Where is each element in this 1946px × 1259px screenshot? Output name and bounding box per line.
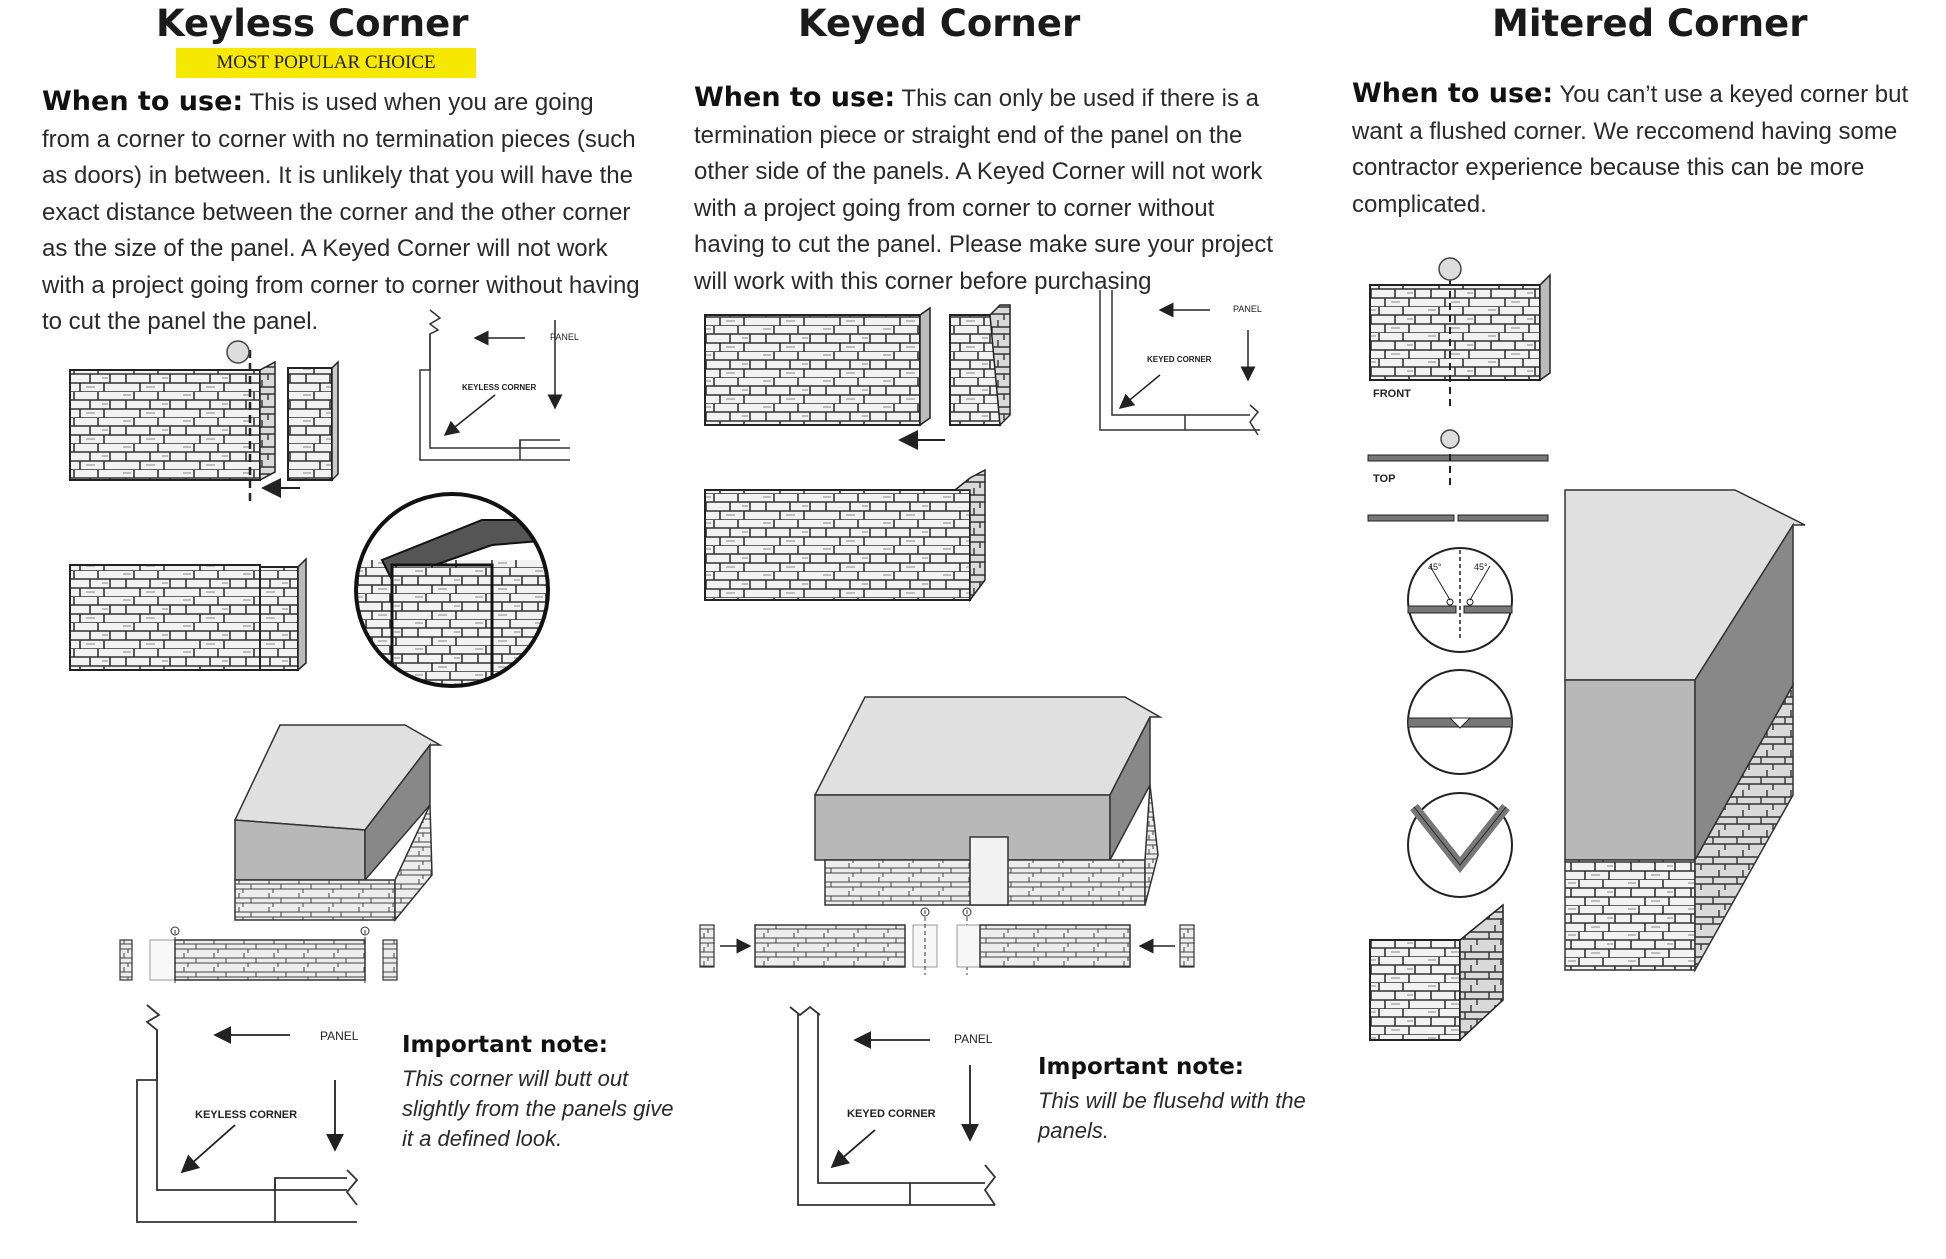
keyless-exploded-row <box>119 926 398 985</box>
keyed-description-text: This can only be used if there is a term… <box>694 85 1273 295</box>
keyless-note-title: Important note: <box>402 1032 608 1058</box>
keyed-title: Keyed Corner <box>798 2 1081 45</box>
keyless-note-body: This corner will butt out slightly from … <box>402 1066 674 1151</box>
keyless-description: When to use: This is used when you are g… <box>42 84 642 341</box>
keyless-corner-magnifier <box>354 492 550 688</box>
keyless-when-to-use-label: When to use: <box>42 86 244 117</box>
keyed-large-panel-label: PANEL <box>954 1032 993 1046</box>
keyed-small-panel-label: PANEL <box>1233 304 1262 314</box>
keyed-large-corner-label: KEYED CORNER <box>847 1108 936 1120</box>
keyless-section: Keyless Corner MOST POPULAR CHOICE When … <box>0 0 680 1259</box>
mitered-front-view: FRONT <box>1369 257 1551 410</box>
most-popular-badge: MOST POPULAR CHOICE <box>176 48 476 78</box>
mitered-when-to-use-label: When to use: <box>1352 78 1554 109</box>
mitered-45-degree-detail: 45° 45° <box>1407 547 1513 653</box>
mitered-description: When to use: You can’t use a keyed corne… <box>1352 76 1932 223</box>
keyless-assembled-panel-illustration <box>69 557 307 672</box>
keyed-panels-illustration <box>704 304 1011 450</box>
mitered-corner-piece <box>1369 903 1504 1042</box>
keyless-house-illustration <box>233 724 443 923</box>
keyed-plan-diagram-small: PANEL KEYED CORNER <box>1099 290 1262 436</box>
keyless-plan-diagram-large: PANEL KEYLESS CORNER <box>136 1004 359 1223</box>
mitered-top-view: TOP <box>1367 429 1549 522</box>
keyless-title: Keyless Corner <box>156 2 469 45</box>
mitered-description-text: You can’t use a keyed corner but want a … <box>1352 81 1909 218</box>
keyed-exploded-row <box>699 907 1195 975</box>
keyed-house-illustration <box>813 696 1163 906</box>
keyless-small-corner-label: KEYLESS CORNER <box>462 383 536 392</box>
keyed-plan-diagram-large: PANEL KEYED CORNER <box>789 1005 997 1206</box>
keyed-note-title: Important note: <box>1038 1054 1244 1080</box>
keyless-large-panel-label: PANEL <box>320 1029 359 1043</box>
keyless-small-panel-label: PANEL <box>550 332 579 342</box>
mitered-joined-detail <box>1407 669 1513 775</box>
mitered-house-corner-illustration <box>1564 489 1806 973</box>
mitered-angle-right: 45° <box>1474 562 1488 572</box>
keyed-description: When to use: This can only be used if th… <box>694 80 1274 300</box>
keyed-when-to-use-label: When to use: <box>694 82 896 113</box>
keyed-assembled-panel-illustration <box>704 468 986 603</box>
keyed-note-body: This will be flusehd with the panels. <box>1038 1088 1306 1143</box>
keyless-plan-diagram-small: PANEL KEYLESS CORNER <box>419 309 579 461</box>
mitered-title: Mitered Corner <box>1492 2 1808 45</box>
mitered-corner-detail <box>1407 792 1513 898</box>
keyless-panel-cut-illustration <box>69 340 339 505</box>
mitered-angle-left: 45° <box>1428 562 1442 572</box>
mitered-section: Mitered Corner When to use: You can’t us… <box>1350 0 1946 1259</box>
mitered-top-label: TOP <box>1373 473 1395 485</box>
keyless-description-text: This is used when you are going from a c… <box>42 89 640 335</box>
mitered-front-label: FRONT <box>1373 388 1411 400</box>
keyed-small-corner-label: KEYED CORNER <box>1147 355 1212 364</box>
keyed-section: Keyed Corner When to use: This can only … <box>680 0 1360 1259</box>
keyless-large-corner-label: KEYLESS CORNER <box>195 1109 297 1121</box>
